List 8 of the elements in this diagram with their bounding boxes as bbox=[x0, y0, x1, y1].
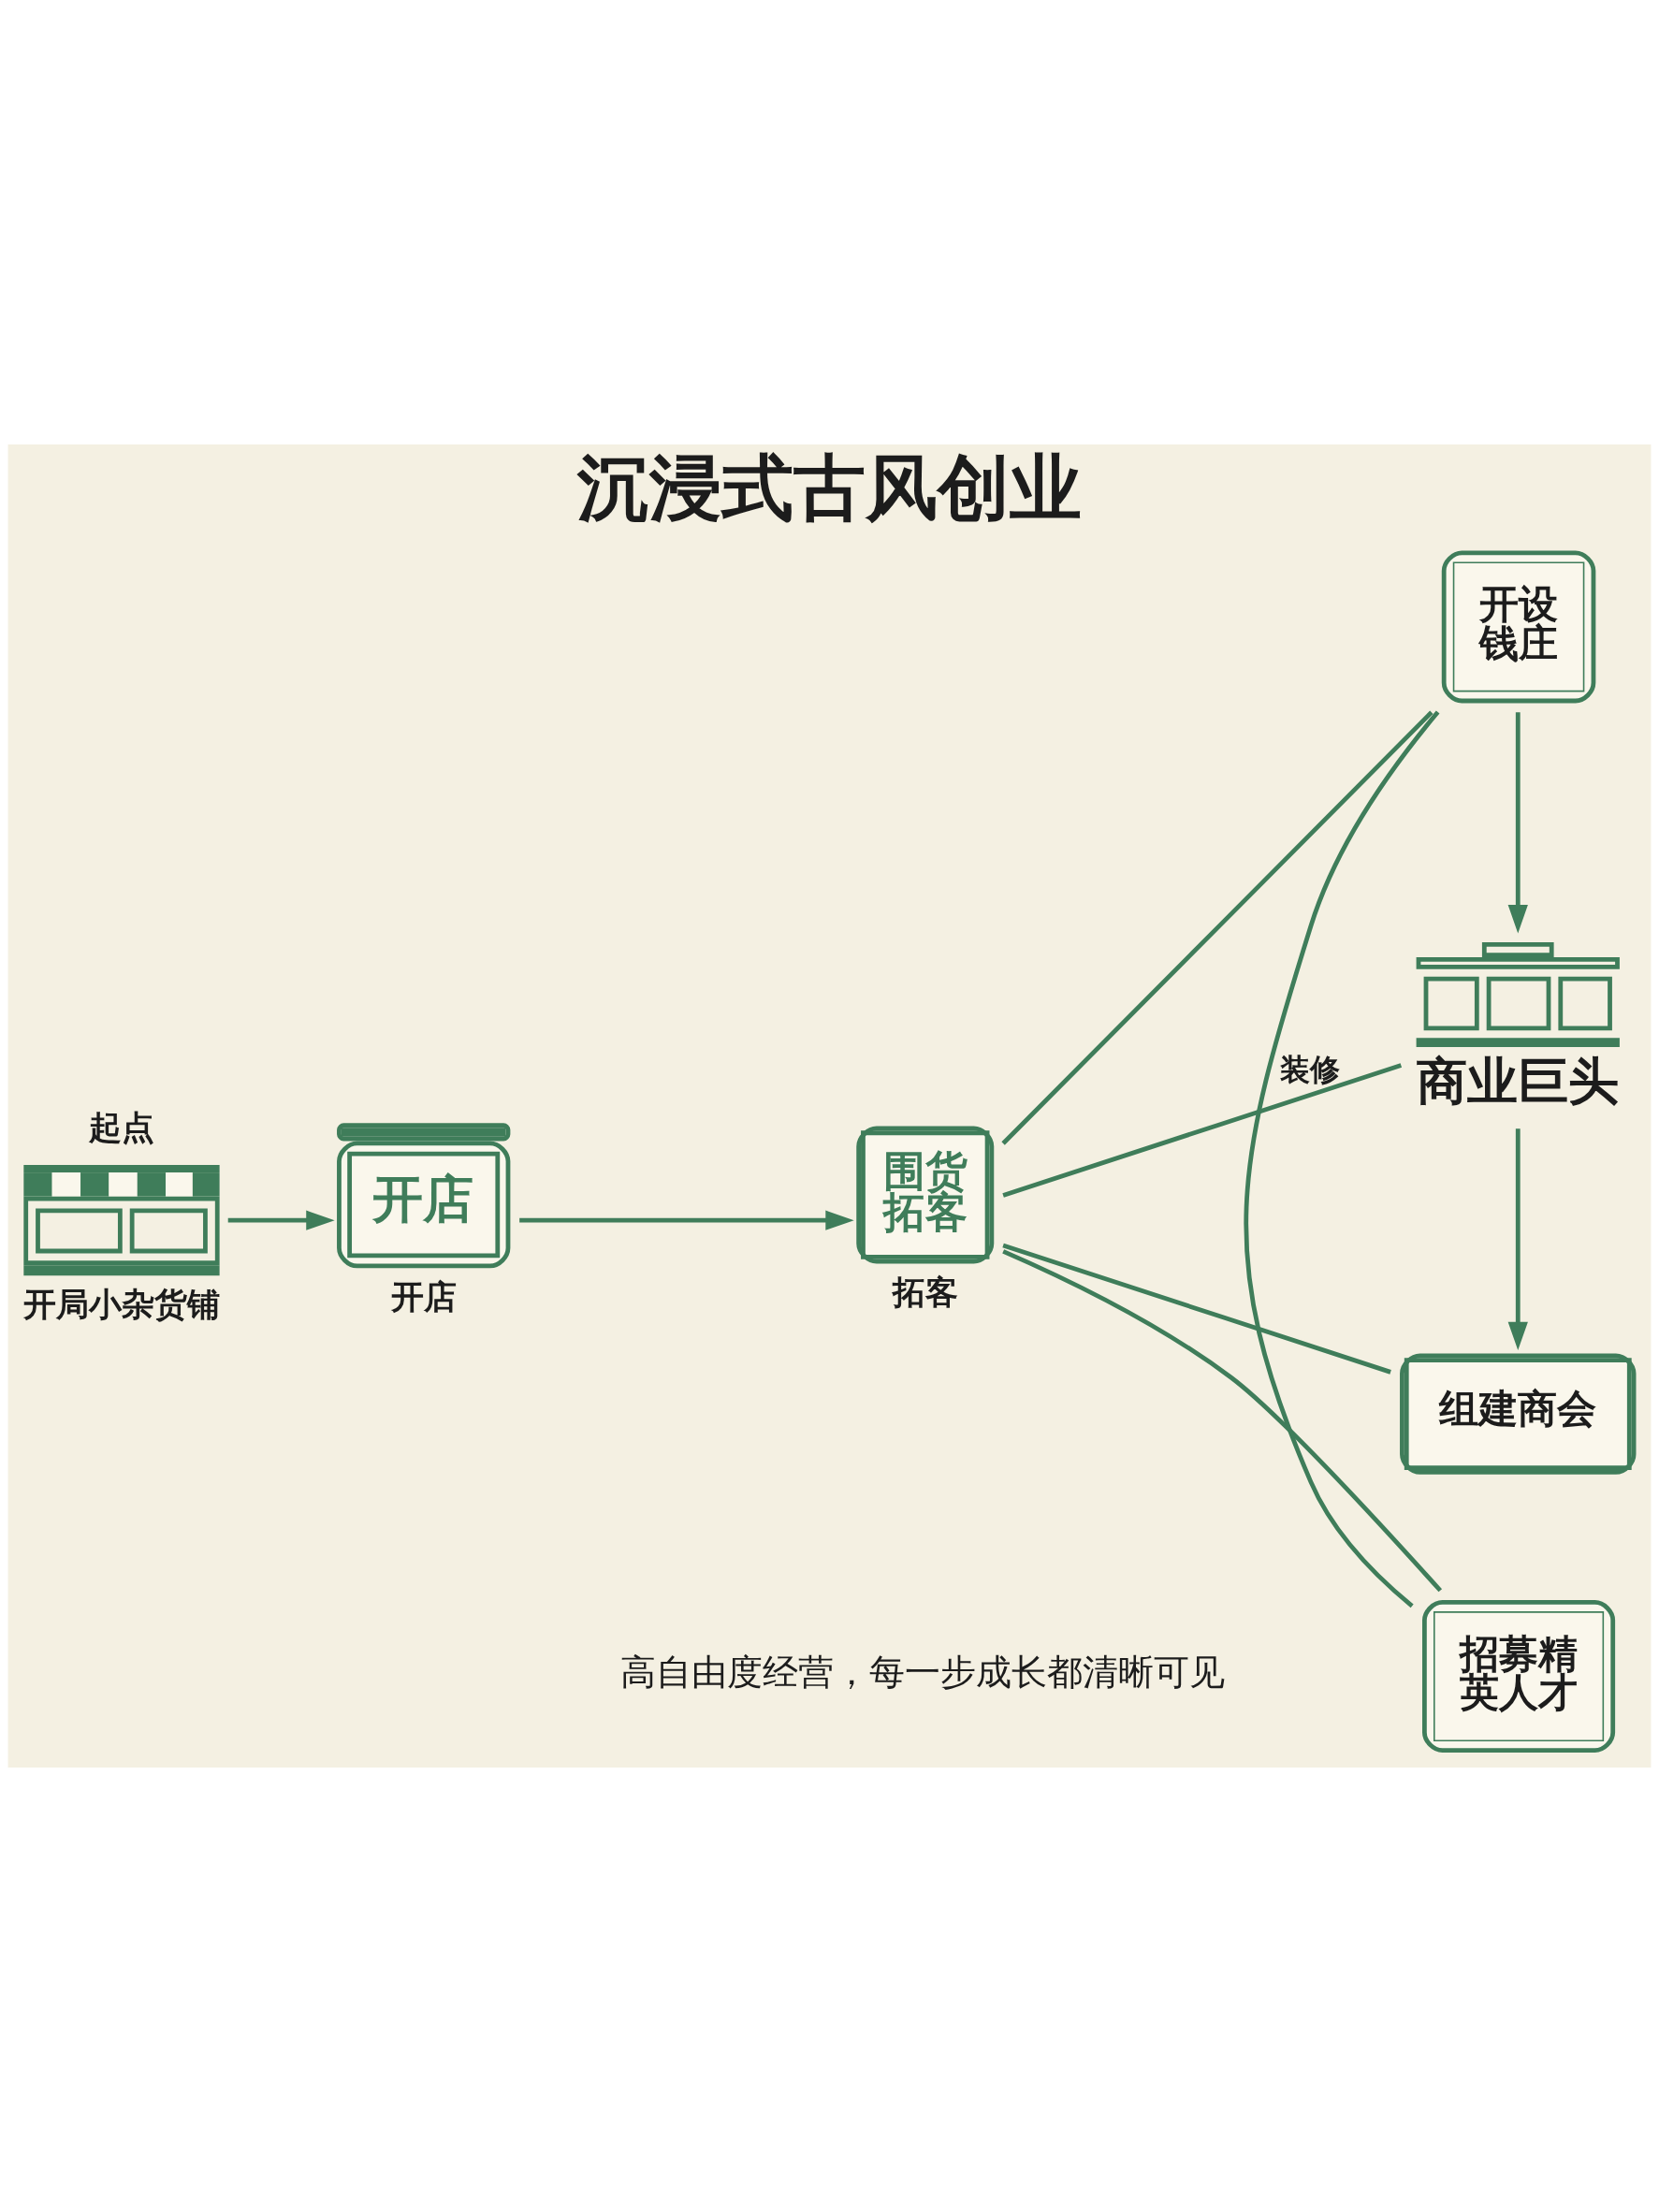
node-label: 拓客 bbox=[892, 1273, 958, 1312]
node-label: 开店 bbox=[390, 1276, 457, 1316]
caption: 高自由度经营，每一步成长都清晰可见 bbox=[619, 1650, 1225, 1693]
node-label: 开局小杂货铺 bbox=[23, 1284, 221, 1323]
node-label: 商业巨头 bbox=[1416, 1051, 1619, 1111]
edge-label: 装修 bbox=[1280, 1052, 1341, 1088]
diagram-title: 沉浸式古风创业 bbox=[577, 445, 1083, 530]
node-label: 起点 bbox=[88, 1108, 154, 1147]
